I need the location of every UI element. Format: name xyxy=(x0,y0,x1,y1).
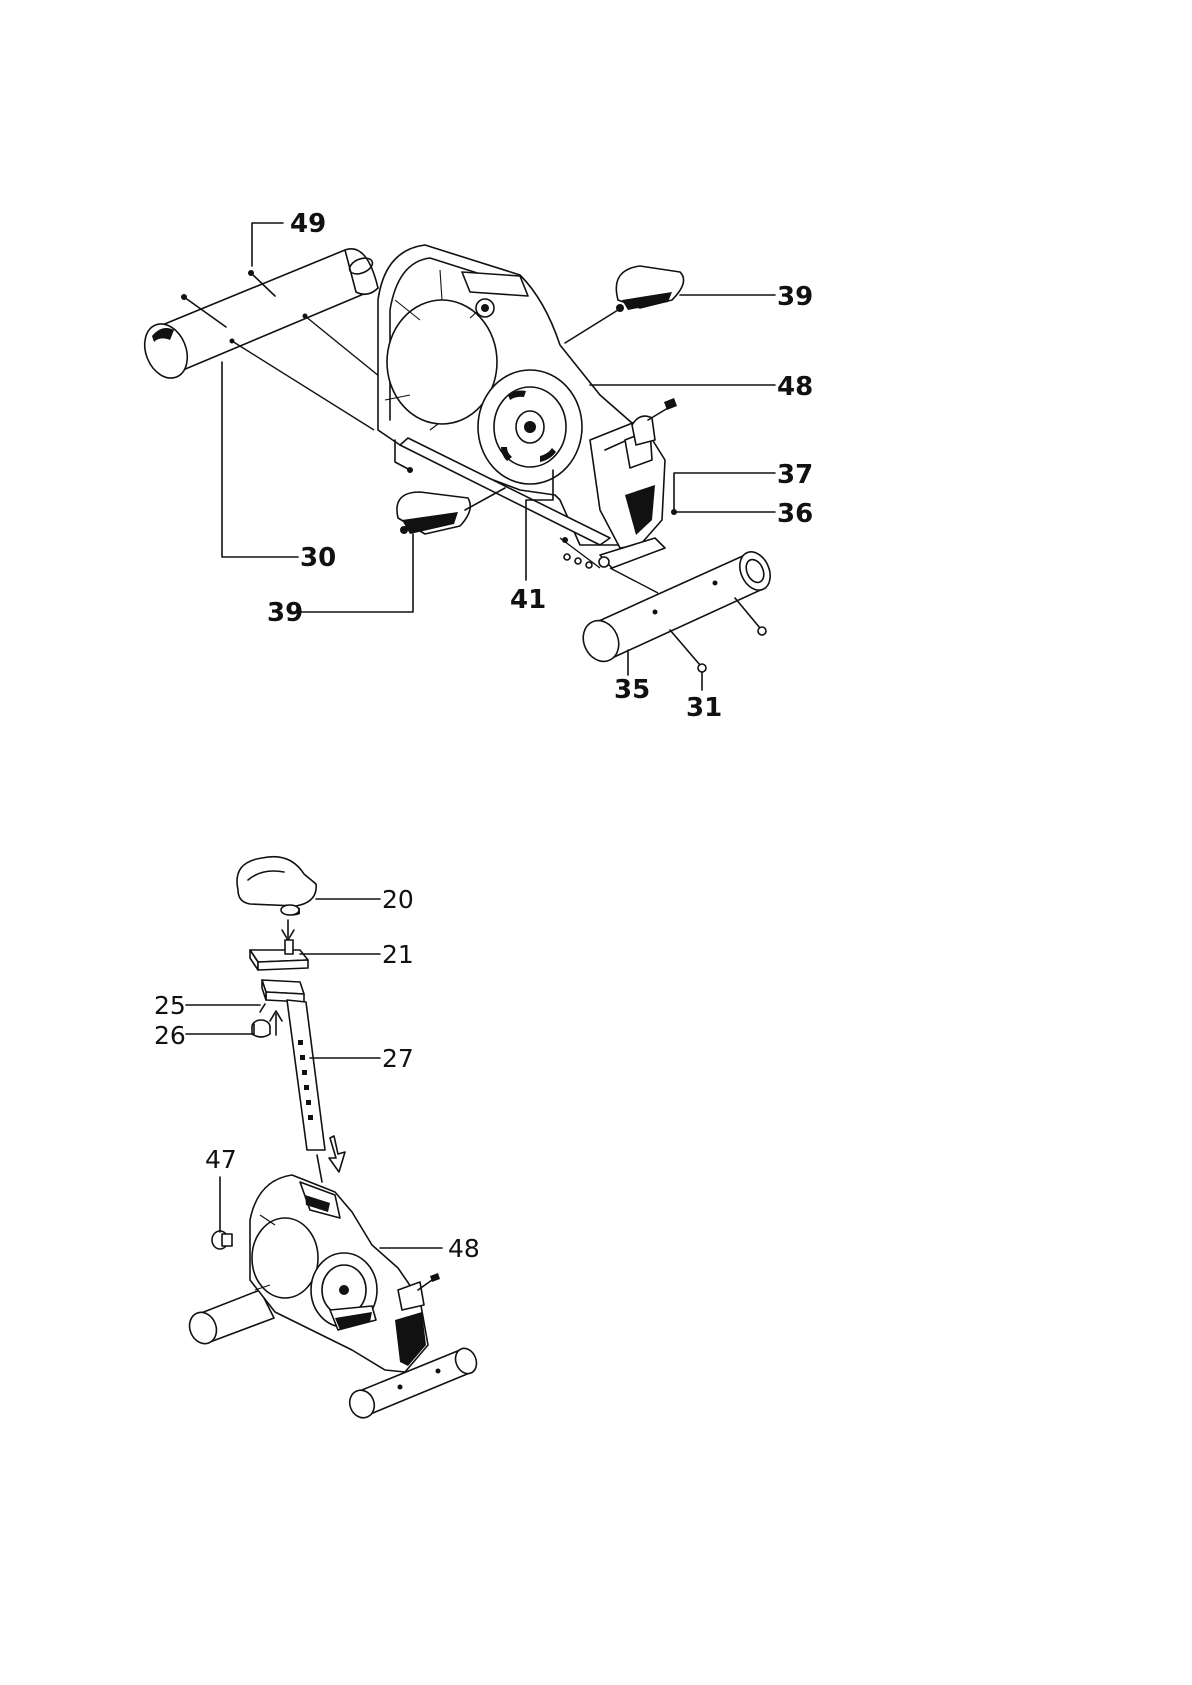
label-36: 36 xyxy=(777,499,813,529)
seat-post xyxy=(287,1000,345,1182)
label-48-bottom: 48 xyxy=(448,1234,480,1263)
seat-post-block xyxy=(262,980,304,1002)
pedal-left xyxy=(397,488,505,534)
label-47: 47 xyxy=(205,1145,237,1174)
assembled-bike xyxy=(185,1175,480,1421)
label-27: 27 xyxy=(382,1044,414,1073)
seat-slider xyxy=(250,940,308,970)
label-21: 21 xyxy=(382,940,414,969)
label-30: 30 xyxy=(300,543,336,573)
label-20: 20 xyxy=(382,885,414,914)
label-39-right: 39 xyxy=(777,282,813,312)
diagram-top: 49 39 48 37 36 30 39 41 35 31 xyxy=(137,209,813,723)
label-49: 49 xyxy=(290,209,326,239)
label-35: 35 xyxy=(614,675,650,705)
label-39-left: 39 xyxy=(267,598,303,628)
label-26: 26 xyxy=(154,1021,186,1050)
label-41: 41 xyxy=(510,585,546,615)
label-48-top: 48 xyxy=(777,372,813,402)
seat xyxy=(237,857,316,940)
label-31: 31 xyxy=(686,693,722,723)
label-25: 25 xyxy=(154,991,186,1020)
pedal-right xyxy=(565,266,684,343)
adjustment-knob xyxy=(252,1004,282,1037)
front-stabilizer-tube xyxy=(137,249,390,430)
diagram-bottom: 20 21 25 26 27 47 48 xyxy=(154,857,480,1422)
label-37: 37 xyxy=(777,460,813,490)
